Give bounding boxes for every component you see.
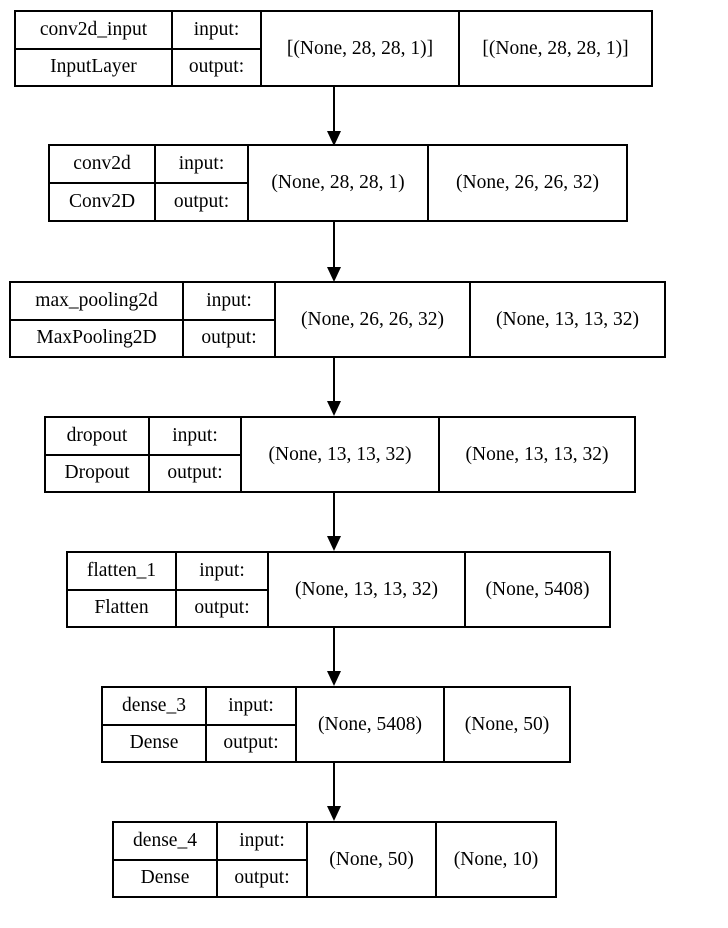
layer-name: conv2d_input — [16, 12, 171, 50]
output-shape: (None, 50) — [464, 713, 550, 735]
layer-node-dense-4: dense_4 Dense input: output: (None, 50) … — [112, 821, 557, 898]
output-label: output: — [167, 462, 223, 484]
output-shape: (None, 13, 13, 32) — [496, 308, 639, 330]
layer-class: Flatten — [94, 597, 149, 619]
input-label: input: — [218, 823, 306, 861]
layer-node-conv2d: conv2d Conv2D input: output: (None, 28, … — [48, 144, 628, 222]
layer-node-conv2d-input: conv2d_input InputLayer input: output: [… — [14, 10, 653, 87]
input-shape: (None, 5408) — [297, 688, 445, 761]
output-label: output: — [234, 867, 290, 889]
input-shape: (None, 26, 26, 32) — [276, 283, 471, 356]
input-shape: (None, 13, 13, 32) — [269, 553, 466, 626]
output-label: output: — [223, 732, 279, 754]
layer-name: dense_3 — [103, 688, 205, 726]
layer-class: MaxPooling2D — [36, 327, 157, 349]
io-label-column: input: output: — [150, 418, 242, 491]
io-label-column: input: output: — [184, 283, 276, 356]
layer-class: Dense — [129, 732, 179, 754]
layer-name: max_pooling2d — [11, 283, 182, 321]
input-label: input: — [156, 146, 247, 184]
edge-arrow — [327, 763, 341, 821]
output-shape: (None, 26, 26, 32) — [456, 172, 599, 193]
input-label: input: — [184, 283, 274, 321]
output-label: output: — [173, 191, 230, 212]
layer-class: Dense — [140, 867, 190, 889]
io-label-column: input: output: — [177, 553, 269, 626]
layer-name-column: conv2d Conv2D — [50, 146, 156, 220]
layer-class: Conv2D — [68, 191, 136, 212]
io-label-column: input: output: — [156, 146, 249, 220]
output-label: output: — [194, 597, 250, 619]
layer-name: flatten_1 — [68, 553, 175, 591]
layer-class: InputLayer — [50, 56, 137, 78]
edge-arrow — [327, 628, 341, 686]
io-label-column: input: output: — [207, 688, 297, 761]
output-shape: [(None, 28, 28, 1)] — [482, 37, 629, 59]
input-shape: (None, 50) — [308, 823, 437, 896]
layer-name-column: flatten_1 Flatten — [68, 553, 177, 626]
layer-name-column: max_pooling2d MaxPooling2D — [11, 283, 184, 356]
layer-name-column: dropout Dropout — [46, 418, 150, 491]
edge-arrow — [327, 87, 341, 146]
input-shape: (None, 13, 13, 32) — [242, 418, 440, 491]
input-label: input: — [150, 418, 240, 456]
layer-name-column: conv2d_input InputLayer — [16, 12, 173, 85]
layer-node-flatten-1: flatten_1 Flatten input: output: (None, … — [66, 551, 611, 628]
output-shape: (None, 10) — [453, 848, 539, 870]
edge-arrow — [327, 358, 341, 416]
layer-class: Dropout — [64, 462, 130, 484]
output-shape: (None, 13, 13, 32) — [465, 443, 609, 465]
input-label: input: — [207, 688, 295, 726]
output-shape: (None, 5408) — [485, 578, 590, 600]
layer-node-dropout: dropout Dropout input: output: (None, 13… — [44, 416, 636, 493]
layer-name-column: dense_4 Dense — [114, 823, 218, 896]
input-shape: (None, 28, 28, 1) — [249, 146, 429, 220]
io-label-column: input: output: — [218, 823, 308, 896]
layer-node-max-pooling2d: max_pooling2d MaxPooling2D input: output… — [9, 281, 666, 358]
input-label: input: — [177, 553, 267, 591]
layer-name: conv2d — [50, 146, 154, 184]
edge-arrow — [327, 222, 341, 282]
io-label-column: input: output: — [173, 12, 262, 85]
input-label: input: — [173, 12, 260, 50]
layer-name: dense_4 — [114, 823, 216, 861]
output-label: output: — [188, 56, 245, 78]
edge-arrow — [327, 493, 341, 551]
output-label: output: — [201, 327, 257, 349]
input-shape: [(None, 28, 28, 1)] — [262, 12, 460, 85]
layer-name: dropout — [46, 418, 148, 456]
layer-name-column: dense_3 Dense — [103, 688, 207, 761]
layer-node-dense-3: dense_3 Dense input: output: (None, 5408… — [101, 686, 571, 763]
